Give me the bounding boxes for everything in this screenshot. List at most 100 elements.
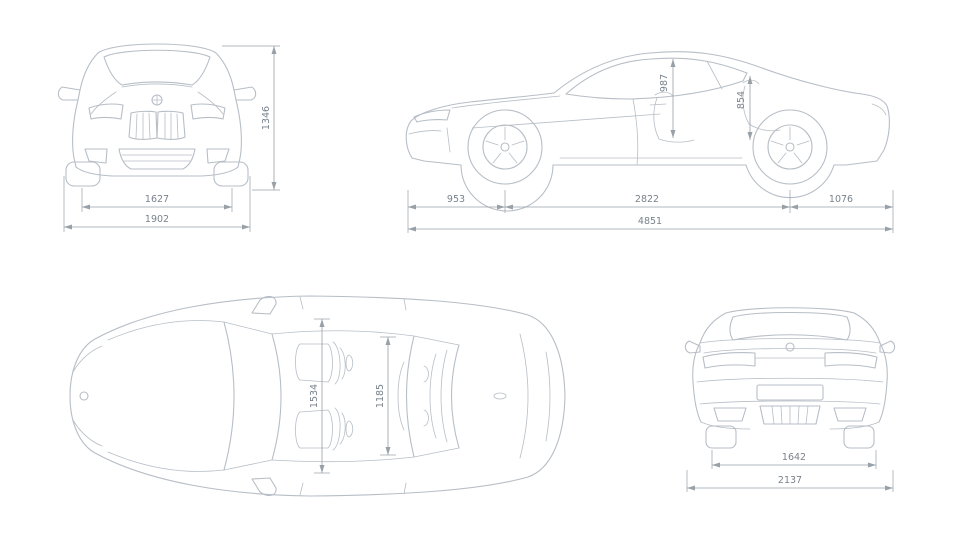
- front-wheel-hub: [500, 142, 510, 152]
- rear-wheel-rim: [767, 124, 813, 170]
- side-view-drawing: [405, 51, 890, 212]
- top-seat-passenger: [295, 407, 354, 451]
- front-body-side-right: [235, 99, 242, 168]
- dim-label-front-headroom: 987: [659, 74, 670, 92]
- front-headlight-left: [88, 103, 124, 120]
- rear-window: [729, 311, 851, 341]
- front-wheel-spokes: [485, 126, 525, 164]
- top-roof-front-edge: [271, 333, 282, 461]
- dim-front-width: 1902: [63, 176, 251, 232]
- top-roof-side-lines: [271, 330, 415, 463]
- dim-front-overhang: 953: [408, 194, 505, 210]
- dim-front-track: 1627: [81, 188, 233, 212]
- dim-rear-overall-width: 2137: [686, 470, 894, 492]
- dim-overall-length: 4851: [408, 216, 893, 232]
- dim-front-height: 1346: [222, 45, 280, 191]
- dim-label-rear-interior-width: 1185: [375, 384, 386, 408]
- side-door-handle: [649, 103, 667, 106]
- rear-license-plate: [756, 384, 824, 401]
- dim-label-overall-length: 4851: [638, 216, 662, 227]
- dim-rear-overhang: 1076: [790, 194, 893, 210]
- dim-rear-track: 1642: [711, 450, 877, 469]
- front-side-intake-left: [84, 148, 108, 164]
- top-view-drawing: [69, 295, 566, 497]
- dim-rear-headroom: 854: [736, 76, 753, 140]
- side-view-dimensions: 987 854 953 2822 1076 4851: [407, 59, 894, 233]
- rear-wheel-right: [843, 425, 875, 449]
- side-hood-crease: [451, 95, 561, 109]
- dim-rear-interior-width: 1185: [375, 336, 396, 456]
- rear-mirror-left: [684, 340, 701, 354]
- dim-front-interior-width: 1534: [309, 318, 330, 474]
- side-glasshouse: [565, 57, 748, 100]
- top-hood-cut-lines: [107, 320, 225, 472]
- rear-bumper-top-line: [696, 377, 884, 383]
- top-door-seams: [299, 296, 407, 496]
- front-windshield: [103, 49, 211, 86]
- dim-front-headroom: 987: [659, 59, 676, 138]
- dim-label-front-width: 1902: [145, 214, 169, 225]
- kidney-grille-right: [156, 110, 186, 140]
- front-roof-outline-left: [79, 52, 99, 91]
- rear-body-sides: [692, 342, 888, 423]
- rear-bumper-bottom-lines: [700, 421, 880, 430]
- rear-wheel-hub: [785, 142, 795, 152]
- front-wheel-tire: [467, 109, 543, 185]
- rear-view-drawing: [684, 307, 896, 449]
- side-b-pillar: [706, 60, 723, 90]
- dim-label-front-track: 1627: [145, 194, 169, 205]
- front-headlight-right: [190, 103, 226, 120]
- front-view-dimensions: 1346 1627 1902: [63, 45, 280, 232]
- front-mirror-left: [57, 86, 81, 101]
- kidney-grille-right-bars: [164, 112, 179, 140]
- top-a-pillars: [223, 321, 273, 471]
- dim-wheelbase: 2822: [505, 194, 790, 210]
- top-rear-window-front: [405, 335, 415, 458]
- front-wheel-rim: [482, 124, 528, 170]
- rear-wheel-tire: [752, 109, 828, 185]
- rear-diffuser: [759, 405, 821, 425]
- front-side-intake-right: [206, 148, 230, 164]
- side-rear-spoiler-line: [871, 103, 887, 116]
- top-c-pillars: [413, 335, 460, 458]
- side-headlight: [413, 109, 451, 123]
- top-rear-spoiler-line: [545, 351, 551, 442]
- top-body-outline: [69, 295, 566, 497]
- rear-decklid-line: [703, 348, 877, 354]
- top-windshield-base: [223, 321, 235, 471]
- rear-exhaust-left: [713, 407, 747, 422]
- top-mirror-lower: [251, 477, 277, 497]
- front-intake-mesh: [121, 154, 193, 162]
- dim-label-wheelbase: 2822: [635, 194, 659, 205]
- top-seat-driver: [295, 341, 354, 385]
- front-hood-crease-left: [90, 91, 117, 115]
- kidney-grille-left-bars: [135, 112, 151, 140]
- rear-roof-outline: [725, 307, 855, 314]
- rear-view-dimensions: 1642 2137: [686, 450, 894, 492]
- bmw-roundel-cross: [151, 94, 163, 106]
- top-rear-window-rear: [451, 344, 460, 449]
- side-front-bumper-lines: [408, 127, 451, 153]
- rear-shoulder-line: [699, 338, 881, 344]
- front-body-side-left: [72, 99, 79, 168]
- rear-pillars: [699, 312, 881, 344]
- front-mirror-right: [233, 86, 257, 101]
- rear-mirror-right: [879, 340, 896, 354]
- top-mirror-upper: [251, 295, 277, 315]
- front-center-intake: [118, 148, 196, 170]
- top-antenna-fin: [493, 392, 507, 400]
- front-hood-crease-right: [197, 91, 224, 115]
- rear-wheel-spokes: [770, 126, 810, 164]
- rear-taillight-left: [702, 352, 756, 369]
- dim-label-rear-headroom: 854: [736, 91, 747, 109]
- dim-label-front-interior-width: 1534: [309, 384, 320, 408]
- front-seat-outline: [653, 91, 695, 143]
- front-wheel-left: [65, 161, 101, 187]
- dim-label-front-height: 1346: [261, 106, 272, 130]
- top-front-bumper-lines: [72, 345, 103, 447]
- dim-label-rear-overall-width: 2137: [778, 475, 802, 486]
- top-view-dimensions: 1534 1185: [309, 318, 396, 474]
- top-rear-bench: [397, 349, 448, 443]
